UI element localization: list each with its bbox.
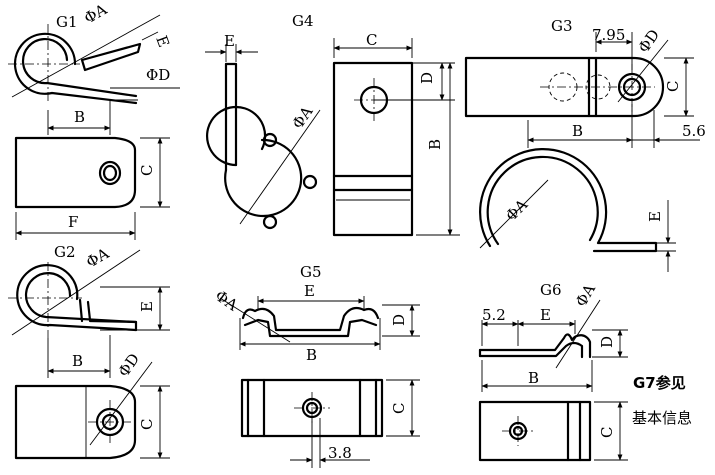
g2-top-view [14,361,170,460]
g1-dim-e: E [152,33,173,49]
g4-dim-a: ΦA [289,103,317,132]
g3-dim-56: 5.6 [682,122,706,140]
g6-dim-a: ΦA [572,281,599,310]
g4-dim-e: E [224,32,235,50]
g7-note-line2: 基本信息 [632,409,692,427]
g6-dim-c: C [598,427,616,438]
g3-top-view [464,32,700,148]
g3-dim-b: B [572,122,583,140]
g2-dim-a: ΦA [83,244,112,271]
g6-side-view [478,299,628,392]
g5-dim-d: D [390,314,408,326]
g2-dim-d: ΦD [115,350,144,380]
g3-dim-a: ΦA [502,196,531,225]
g5-dim-b: B [306,346,317,364]
g6-dim-d: D [598,336,616,348]
g1-dim-c: C [138,165,156,176]
g7-note-line1: G7参见 [633,374,686,392]
g4-label: G4 [292,12,314,30]
g1-top-view [14,136,170,240]
g3-label: G3 [551,17,573,35]
g5-dim-38: 3.8 [328,444,352,462]
g2-dim-b: B [72,352,83,370]
g4-front-view [332,38,460,237]
g2-side-view [8,249,170,378]
g6-dim-52: 5.2 [482,306,506,324]
g6-top-view [478,400,628,462]
g5-dim-c: C [390,403,408,414]
g1-label: G1 [56,13,78,31]
g4-side-view [205,44,321,230]
g5-side-view [219,296,420,350]
g5-top-view [240,378,420,468]
g1-dim-b: B [74,108,85,126]
g5-dim-a: ΦA [212,287,241,315]
g6-label: G6 [540,281,562,299]
g4-dim-c: C [366,31,377,49]
g4-dim-b: B [426,139,444,150]
g6-dim-b: B [528,369,539,387]
g1-side-view [8,14,180,135]
g3-dim-e: E [646,211,664,222]
g2-label: G2 [54,243,76,261]
g1-dim-d: ΦD [146,66,170,84]
g3-dim-795: 7.95 [592,26,625,44]
g2-dim-e: E [138,301,156,312]
g5-dim-e: E [304,282,315,300]
g3-dim-c: C [664,81,682,92]
g6-dim-e: E [540,306,551,324]
g1-dim-a: ΦA [81,0,110,27]
g4-dim-d: D [418,72,436,84]
g2-dim-c: C [138,419,156,430]
g1-dim-f: F [68,213,78,231]
g3-side-view [479,148,676,272]
g5-label: G5 [300,263,322,281]
